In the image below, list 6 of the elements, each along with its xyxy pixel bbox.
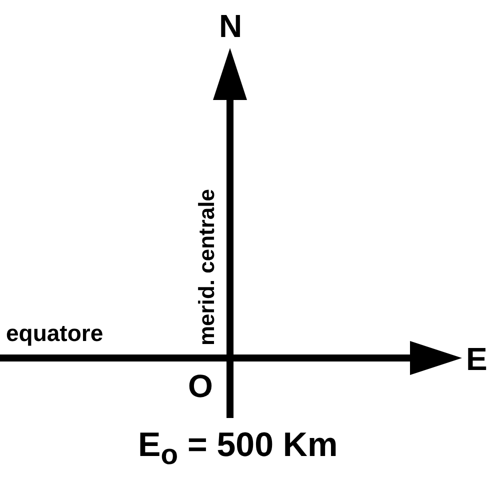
origin-label: O [188, 370, 213, 402]
compass-label: E [466, 343, 488, 375]
compass-label: N [219, 10, 242, 42]
axis-label: merid. centrale [196, 189, 218, 346]
axis-label: equatore [6, 322, 104, 345]
formula-label: E$_{o}$ = 500 Km [138, 428, 338, 470]
